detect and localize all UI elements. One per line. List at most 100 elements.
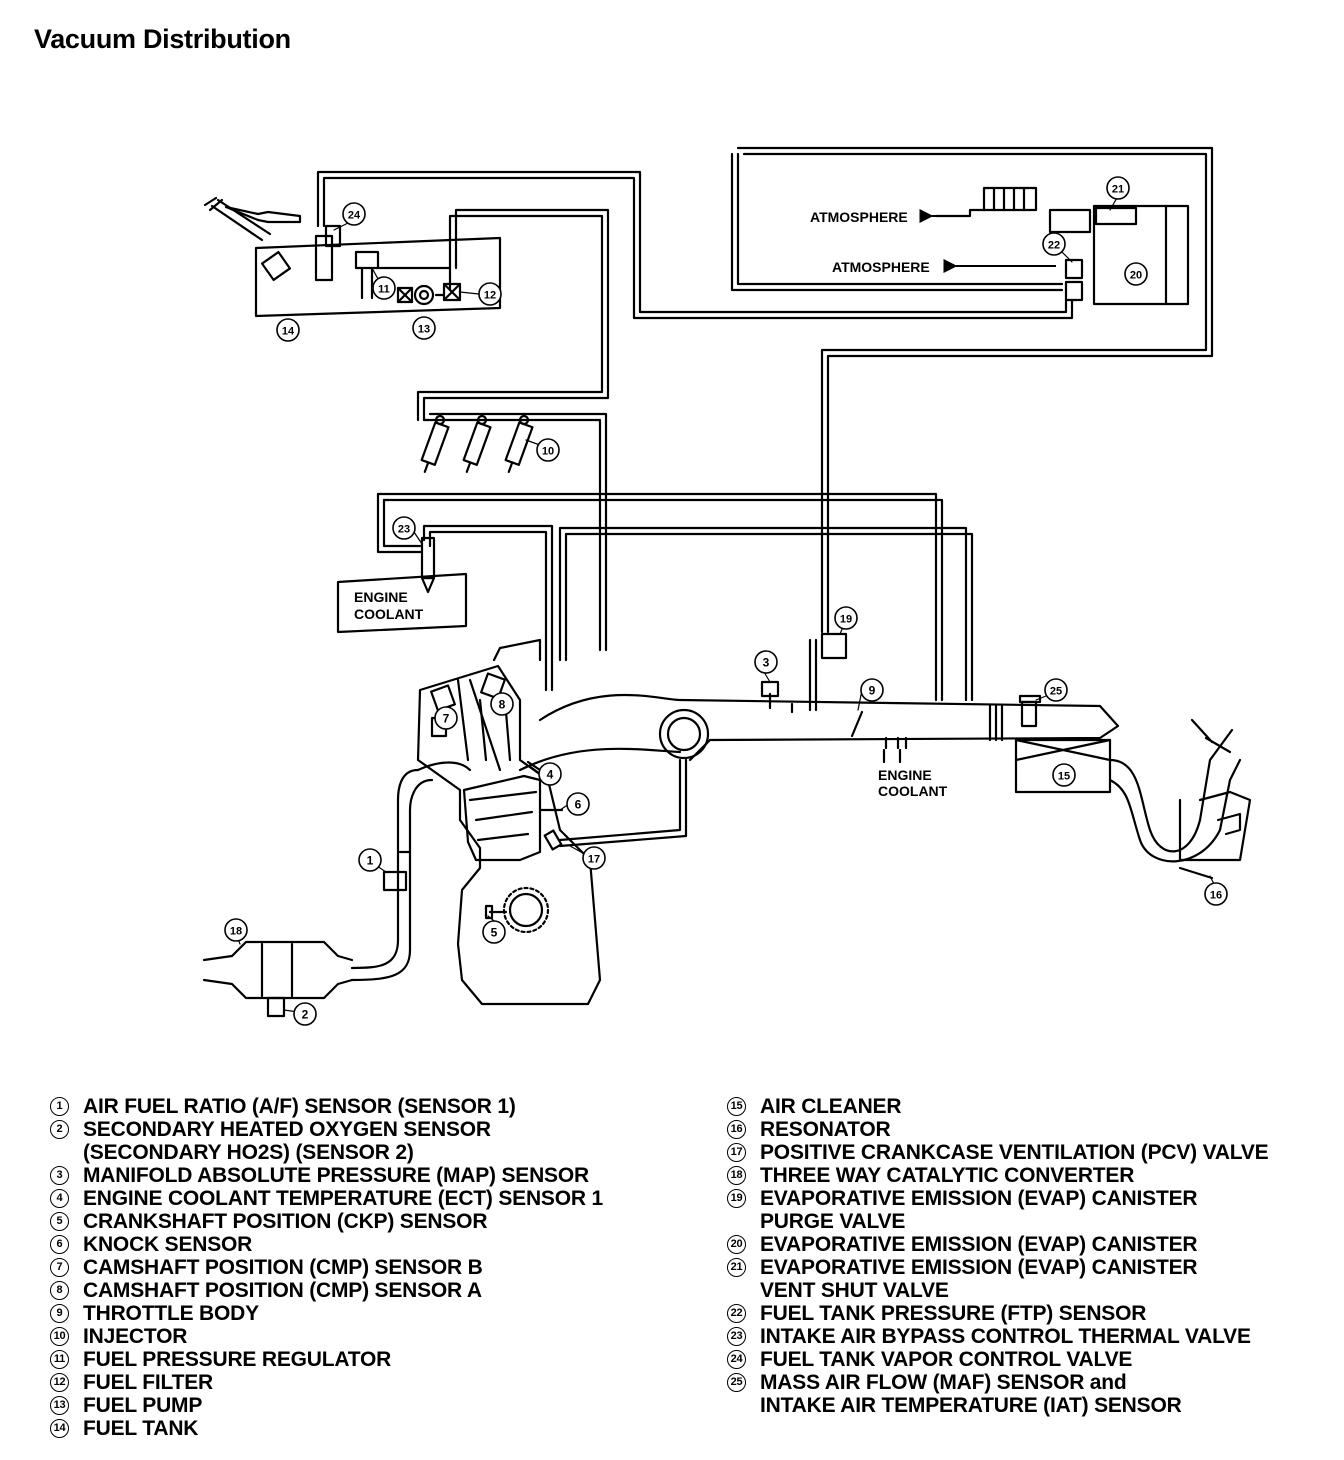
legend-number: 3 bbox=[50, 1166, 69, 1185]
legend-text: AIR CLEANER bbox=[760, 1095, 902, 1118]
callout-number: 5 bbox=[491, 926, 498, 940]
legend-number: 6 bbox=[50, 1235, 69, 1254]
legend-text: RESONATOR bbox=[760, 1118, 891, 1141]
legend-text: MANIFOLD ABSOLUTE PRESSURE (MAP) SENSOR bbox=[83, 1164, 589, 1187]
callout-number: 6 bbox=[575, 798, 582, 812]
legend-text: KNOCK SENSOR bbox=[83, 1233, 253, 1256]
callout-20: 20 bbox=[1124, 262, 1148, 286]
callout-11: 11 bbox=[372, 276, 396, 300]
callout-22: 22 bbox=[1042, 232, 1066, 256]
engine-coolant-block-upper bbox=[336, 572, 468, 634]
legend-number: 10 bbox=[50, 1327, 69, 1346]
legend-text: EVAPORATIVE EMISSION (EVAP) CANISTER bbox=[760, 1233, 1198, 1256]
callout-number: 24 bbox=[348, 210, 361, 222]
callout-number: 17 bbox=[588, 854, 600, 866]
legend-text: FUEL TANK bbox=[83, 1417, 199, 1440]
callout-8: 8 bbox=[490, 692, 514, 716]
callout-circle bbox=[834, 606, 858, 630]
callout-1: 1 bbox=[358, 848, 382, 872]
callout-18: 18 bbox=[224, 918, 248, 942]
legend-text: THREE WAY CATALYTIC CONVERTER bbox=[760, 1164, 1135, 1187]
legend-text: FUEL FILTER bbox=[83, 1371, 214, 1394]
callout-6: 6 bbox=[566, 792, 590, 816]
callout-circle bbox=[478, 282, 502, 306]
callout-number: 25 bbox=[1050, 686, 1062, 698]
callout-circle bbox=[342, 202, 366, 226]
callout-19: 19 bbox=[834, 606, 858, 630]
callout-circle bbox=[372, 276, 396, 300]
legend-text: FUEL TANK PRESSURE (FTP) SENSOR bbox=[760, 1302, 1147, 1325]
legend-number: 14 bbox=[50, 1419, 69, 1438]
legend-text: FUEL PRESSURE REGULATOR bbox=[83, 1348, 392, 1371]
callout-number: 3 bbox=[763, 656, 770, 670]
legend-number: 1 bbox=[50, 1097, 69, 1116]
callout-number: 8 bbox=[499, 698, 506, 712]
callout-circle bbox=[754, 650, 778, 674]
callout-21: 21 bbox=[1106, 176, 1130, 200]
legend-text: FUEL PUMP bbox=[83, 1394, 203, 1417]
callout-number: 12 bbox=[484, 290, 496, 302]
callout-number: 4 bbox=[547, 768, 554, 782]
vacuum-distribution-diagram: ATMOSPHERE ATMOSPHERE ENGINE COOLANT ENG… bbox=[202, 146, 1252, 1026]
legend-item: 18 THREE WAY CATALYTIC CONVERTER bbox=[727, 1164, 1327, 1187]
callout-number: 2 bbox=[302, 1008, 309, 1022]
legend-item: 3 MANIFOLD ABSOLUTE PRESSURE (MAP) SENSOR bbox=[50, 1164, 690, 1187]
engine bbox=[416, 664, 688, 1006]
injectors bbox=[420, 412, 608, 652]
legend-item: 16 RESONATOR bbox=[727, 1118, 1327, 1141]
callout-number: 22 bbox=[1048, 240, 1060, 252]
callout-circle bbox=[392, 516, 416, 540]
page-title: Vacuum Distribution bbox=[34, 24, 291, 54]
callout-15: 15 bbox=[1052, 763, 1076, 787]
callout-number: 19 bbox=[840, 614, 852, 626]
legend-item: 14 FUEL TANK bbox=[50, 1417, 690, 1440]
callout-number: 7 bbox=[443, 712, 450, 726]
callout-number: 15 bbox=[1058, 771, 1070, 783]
callout-number: 21 bbox=[1112, 184, 1124, 196]
air-cleaner bbox=[1014, 718, 1252, 880]
evap-canister bbox=[934, 186, 1190, 306]
callout-13: 13 bbox=[412, 316, 436, 340]
callout-circle bbox=[538, 762, 562, 786]
legend-item: 6 KNOCK SENSOR bbox=[50, 1233, 690, 1256]
callout-circle bbox=[293, 1002, 317, 1026]
callout-25: 25 bbox=[1044, 678, 1068, 702]
legend-text: CAMSHAFT POSITION (CMP) SENSOR B bbox=[83, 1256, 483, 1279]
callout-23: 23 bbox=[392, 516, 416, 540]
callout-number: 10 bbox=[542, 446, 554, 458]
callout-circle bbox=[412, 316, 436, 340]
callout-circle bbox=[1124, 262, 1148, 286]
engine-coolant-upper-line2: COOLANT bbox=[354, 606, 424, 622]
callout-3: 3 bbox=[754, 650, 778, 674]
callout-4: 4 bbox=[538, 762, 562, 786]
legend-text: CAMSHAFT POSITION (CMP) SENSOR A bbox=[83, 1279, 482, 1302]
callout-10: 10 bbox=[536, 438, 560, 462]
callout-circle bbox=[1052, 763, 1076, 787]
legend-number: 23 bbox=[727, 1327, 746, 1346]
legend-number: 16 bbox=[727, 1120, 746, 1139]
callout-circle bbox=[536, 438, 560, 462]
callout-number: 14 bbox=[282, 326, 295, 338]
legend-number: 9 bbox=[50, 1304, 69, 1323]
callout-circle bbox=[566, 792, 590, 816]
callout-12: 12 bbox=[478, 282, 502, 306]
callout-circle bbox=[1042, 232, 1066, 256]
legend-number: 17 bbox=[727, 1143, 746, 1162]
legend-text: MASS AIR FLOW (MAF) SENSOR and INTAKE AI… bbox=[760, 1371, 1182, 1417]
legend-text: FUEL TANK VAPOR CONTROL VALVE bbox=[760, 1348, 1133, 1371]
callout-24: 24 bbox=[342, 202, 366, 226]
legend-number: 18 bbox=[727, 1166, 746, 1185]
legend-number: 4 bbox=[50, 1189, 69, 1208]
legend-number: 24 bbox=[727, 1350, 746, 1369]
callout-2: 2 bbox=[293, 1002, 317, 1026]
callout-circle bbox=[490, 692, 514, 716]
engine-coolant-arrows bbox=[882, 748, 902, 764]
callout-number: 23 bbox=[398, 524, 410, 536]
